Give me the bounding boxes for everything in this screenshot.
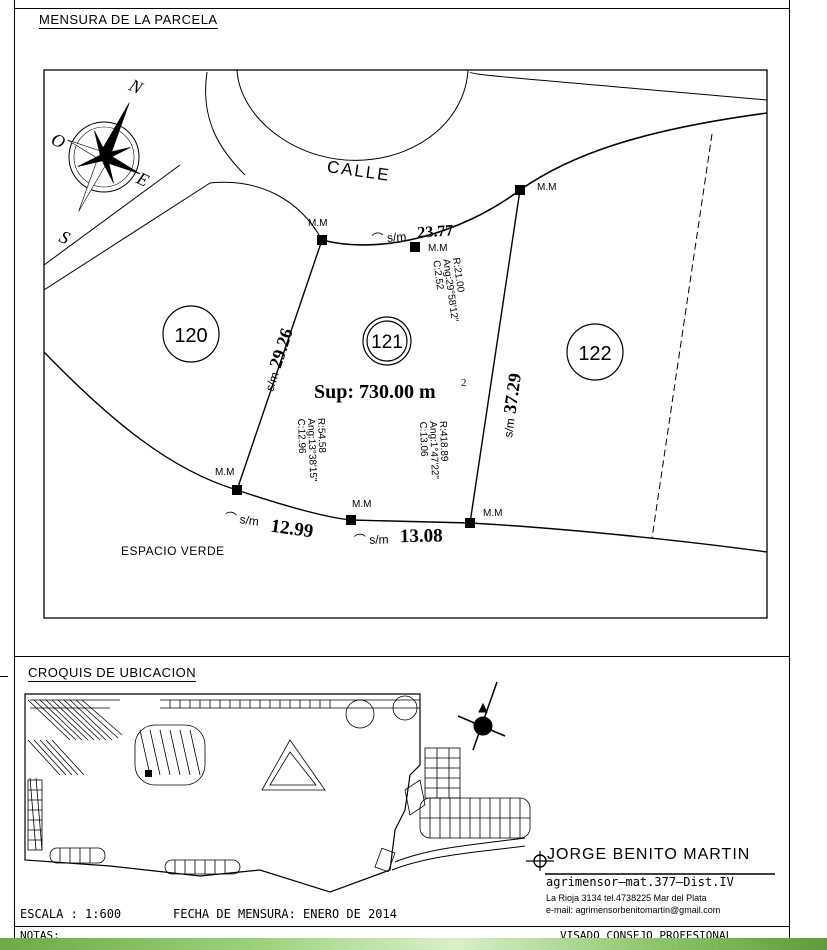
sheet-right-border bbox=[789, 0, 790, 938]
scale-text: ESCALA : 1:600 bbox=[20, 907, 122, 921]
curve-br-ang: Ang:1°47'22" bbox=[427, 421, 440, 480]
surveyor-name: JORGE BENITO MARTIN bbox=[547, 846, 751, 863]
diag-road-1 bbox=[44, 164, 181, 266]
bottom-arc-2-value: 13.08 bbox=[400, 525, 443, 547]
curve-bl-c: C:12.96 bbox=[295, 418, 307, 454]
sheet-left-border bbox=[14, 0, 15, 938]
curve-top-r: R:21.00 bbox=[450, 257, 466, 294]
location-section-title: CROQUIS DE UBICACION bbox=[28, 665, 197, 682]
mm-marker-bottom-left bbox=[232, 485, 242, 495]
compass-west: O bbox=[48, 129, 68, 153]
bottom-arc-1-prefix: ⌒ s/m bbox=[224, 510, 260, 529]
mm-label-4: M.M bbox=[215, 467, 234, 478]
right-side-value: 37.29 bbox=[499, 372, 524, 415]
lot-122-right-dashed bbox=[651, 133, 713, 539]
lot-122-circle bbox=[566, 323, 624, 381]
street-label: CALLE bbox=[326, 157, 392, 185]
curve-bl-r: R:54.58 bbox=[315, 418, 327, 454]
road-edge-upper bbox=[205, 71, 246, 176]
bottom-decor-band bbox=[0, 938, 827, 950]
right-side-prefix: s/m bbox=[501, 417, 518, 438]
mm-label-2: M.M bbox=[428, 243, 447, 254]
lot-pattern-right bbox=[374, 747, 531, 873]
bottom-arc-2-prefix: ⌒ s/m bbox=[354, 532, 389, 547]
access-road bbox=[394, 837, 526, 863]
left-side-value: 29.26 bbox=[265, 326, 297, 371]
top-arc-value: 23.77 bbox=[417, 222, 454, 241]
mm-marker-top-left bbox=[317, 235, 327, 245]
mm-label-1: M.M bbox=[308, 218, 327, 229]
bottom-arc-1-value: 12.99 bbox=[269, 516, 314, 543]
curve-br-r: R:418.89 bbox=[437, 421, 449, 462]
footer-divider bbox=[14, 926, 790, 927]
left-side-prefix: s/m bbox=[263, 370, 282, 393]
curve-top-c: C:2.52 bbox=[430, 260, 445, 291]
curve-br-c: C:13.06 bbox=[417, 421, 429, 457]
neighborhood-boundary bbox=[24, 693, 421, 893]
area-label: Sup: 730.00 m bbox=[314, 381, 436, 403]
surveyor-address: La Rioja 3134 tel.4738225 Mar del Plata bbox=[546, 893, 707, 903]
lot-122-number: 122 bbox=[578, 343, 611, 365]
lot-121-left bbox=[236, 239, 323, 491]
mm-marker-bottom-mid bbox=[346, 515, 356, 525]
mm-label-3: M.M bbox=[537, 182, 556, 193]
lot-120-number: 120 bbox=[174, 325, 207, 347]
mm-label-6: M.M bbox=[483, 508, 502, 519]
lot-121-right bbox=[469, 189, 521, 524]
road-edge-right-top bbox=[469, 71, 767, 101]
mm-marker-bottom-right bbox=[465, 518, 475, 528]
rear-arc bbox=[44, 351, 767, 553]
stamp-cross bbox=[526, 851, 554, 871]
mm-marker-top-right bbox=[515, 185, 525, 195]
lot-120-circle bbox=[162, 305, 220, 363]
parcel-location-marker bbox=[145, 770, 152, 777]
area-exponent: 2 bbox=[461, 377, 467, 389]
top-arc-prefix: ⌒ s/m bbox=[371, 230, 407, 246]
mm-label-5: M.M bbox=[352, 499, 371, 510]
diag-road-2 bbox=[44, 182, 211, 291]
section-divider bbox=[14, 656, 790, 657]
compass-rose bbox=[67, 102, 141, 212]
compass-north: N bbox=[125, 74, 146, 98]
lot-121-circle-outer bbox=[362, 316, 412, 366]
lot-pattern-left bbox=[27, 695, 420, 875]
green-space-label: ESPACIO VERDE bbox=[121, 544, 225, 558]
cul-de-sac-inner bbox=[236, 70, 469, 161]
sketch-compass bbox=[457, 681, 506, 751]
surveyor-title: agrimensor—mat.377—Dist.IV bbox=[546, 875, 734, 889]
access-road-2 bbox=[391, 845, 526, 871]
lot-121-number: 121 bbox=[371, 332, 403, 353]
top-lots-hatch bbox=[30, 699, 120, 709]
survey-date: FECHA DE MENSURA: ENERO DE 2014 bbox=[173, 907, 397, 921]
margin-tick bbox=[0, 676, 8, 677]
surveyor-email: e-mail: agrimensorbenitomartin@gmail.com bbox=[546, 905, 721, 915]
mm-marker-top-mid bbox=[410, 242, 420, 252]
parcel-plan: N E O S CALLE 120 121 122 Sup: 730.00 m … bbox=[43, 69, 768, 619]
curve-bl-ang: Ang:13°38'15" bbox=[305, 418, 318, 482]
sheet-top-border bbox=[14, 8, 790, 9]
parcel-section-title: MENSURA DE LA PARCELA bbox=[39, 12, 218, 29]
lot-121-circle-inner bbox=[366, 320, 408, 362]
lot-120-top bbox=[209, 181, 323, 241]
location-sketch bbox=[24, 681, 775, 893]
